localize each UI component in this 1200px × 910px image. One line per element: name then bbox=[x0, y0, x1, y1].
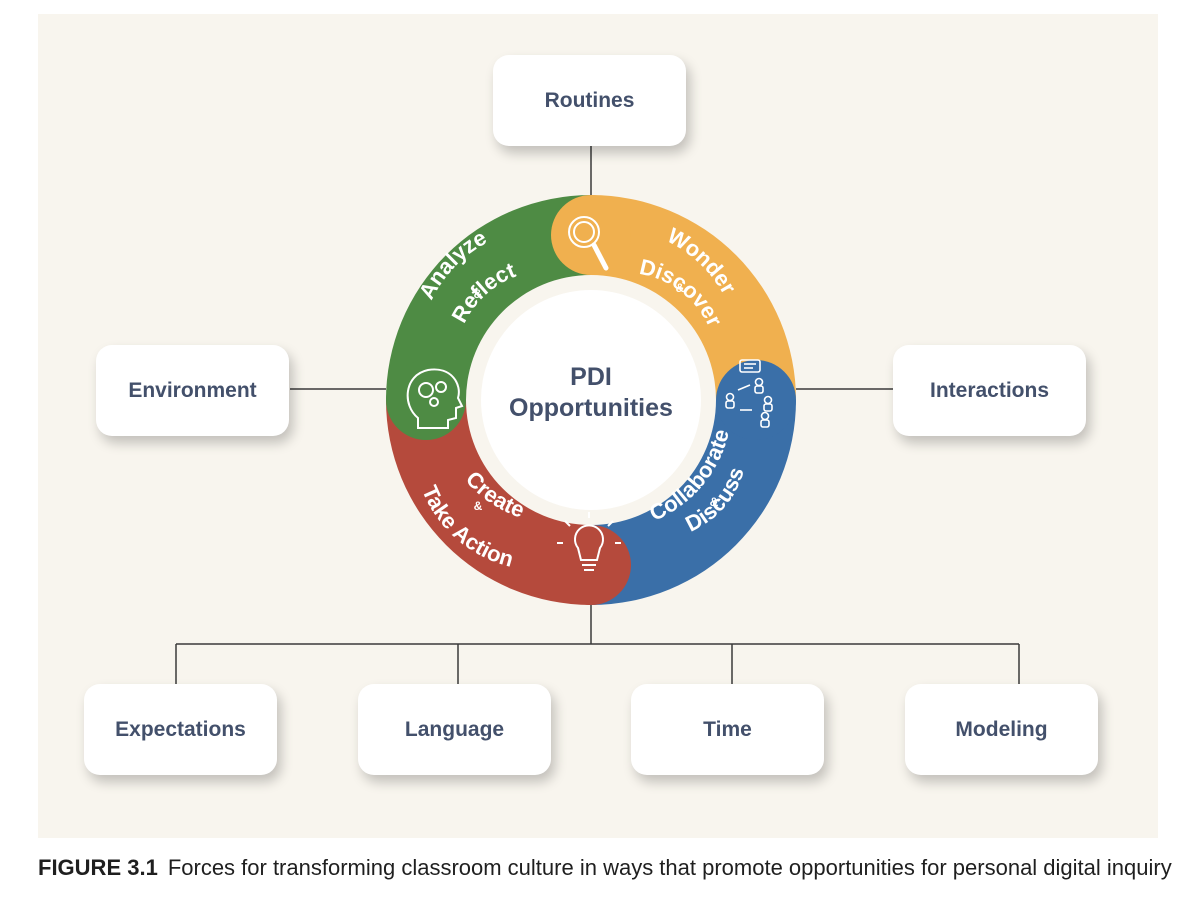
node-language-label: Language bbox=[404, 717, 505, 741]
node-language: Language bbox=[358, 684, 551, 775]
lobe-wonder bbox=[551, 195, 631, 275]
node-time-label: Time bbox=[703, 717, 752, 741]
center-line-2: Opportunities bbox=[509, 394, 673, 422]
figure-caption-text: Forces for transforming classroom cultur… bbox=[167, 855, 1172, 880]
segment-collaborate-discuss bbox=[591, 400, 796, 605]
center-line-1: PDI bbox=[570, 363, 612, 391]
segment-create-take-action bbox=[386, 400, 591, 605]
node-interactions-label: Interactions bbox=[929, 378, 1050, 402]
figure-label: FIGURE 3.1 bbox=[38, 855, 158, 880]
segment-wonder-discover bbox=[591, 195, 796, 400]
connectors bbox=[175, 146, 1020, 684]
analyze-amp: & bbox=[474, 287, 483, 301]
lightbulb-icon bbox=[557, 512, 621, 571]
figure-caption: FIGURE 3.1 Forces for transforming classr… bbox=[38, 855, 1172, 881]
collab-amp: & bbox=[710, 495, 719, 509]
ring-center bbox=[481, 290, 701, 510]
node-time: Time bbox=[631, 684, 824, 775]
magnifier-icon bbox=[568, 216, 609, 271]
node-modeling: Modeling bbox=[905, 684, 1098, 775]
node-modeling-label: Modeling bbox=[955, 717, 1048, 741]
head-gears-icon bbox=[406, 368, 464, 429]
node-environment: Environment bbox=[96, 345, 289, 436]
node-interactions: Interactions bbox=[893, 345, 1086, 436]
node-expectations: Expectations bbox=[84, 684, 277, 775]
node-environment-label: Environment bbox=[128, 378, 257, 402]
lobe-collaborate bbox=[716, 360, 796, 440]
create-amp: & bbox=[474, 499, 483, 513]
node-expectations-label: Expectations bbox=[115, 717, 246, 741]
segment-analyze-reflect bbox=[386, 195, 591, 400]
pdi-ring bbox=[386, 195, 796, 605]
lobe-analyze bbox=[386, 360, 466, 440]
network-icon bbox=[725, 359, 773, 428]
node-routines: Routines bbox=[493, 55, 686, 146]
wonder-amp: & bbox=[676, 281, 685, 295]
node-routines-label: Routines bbox=[544, 88, 635, 112]
